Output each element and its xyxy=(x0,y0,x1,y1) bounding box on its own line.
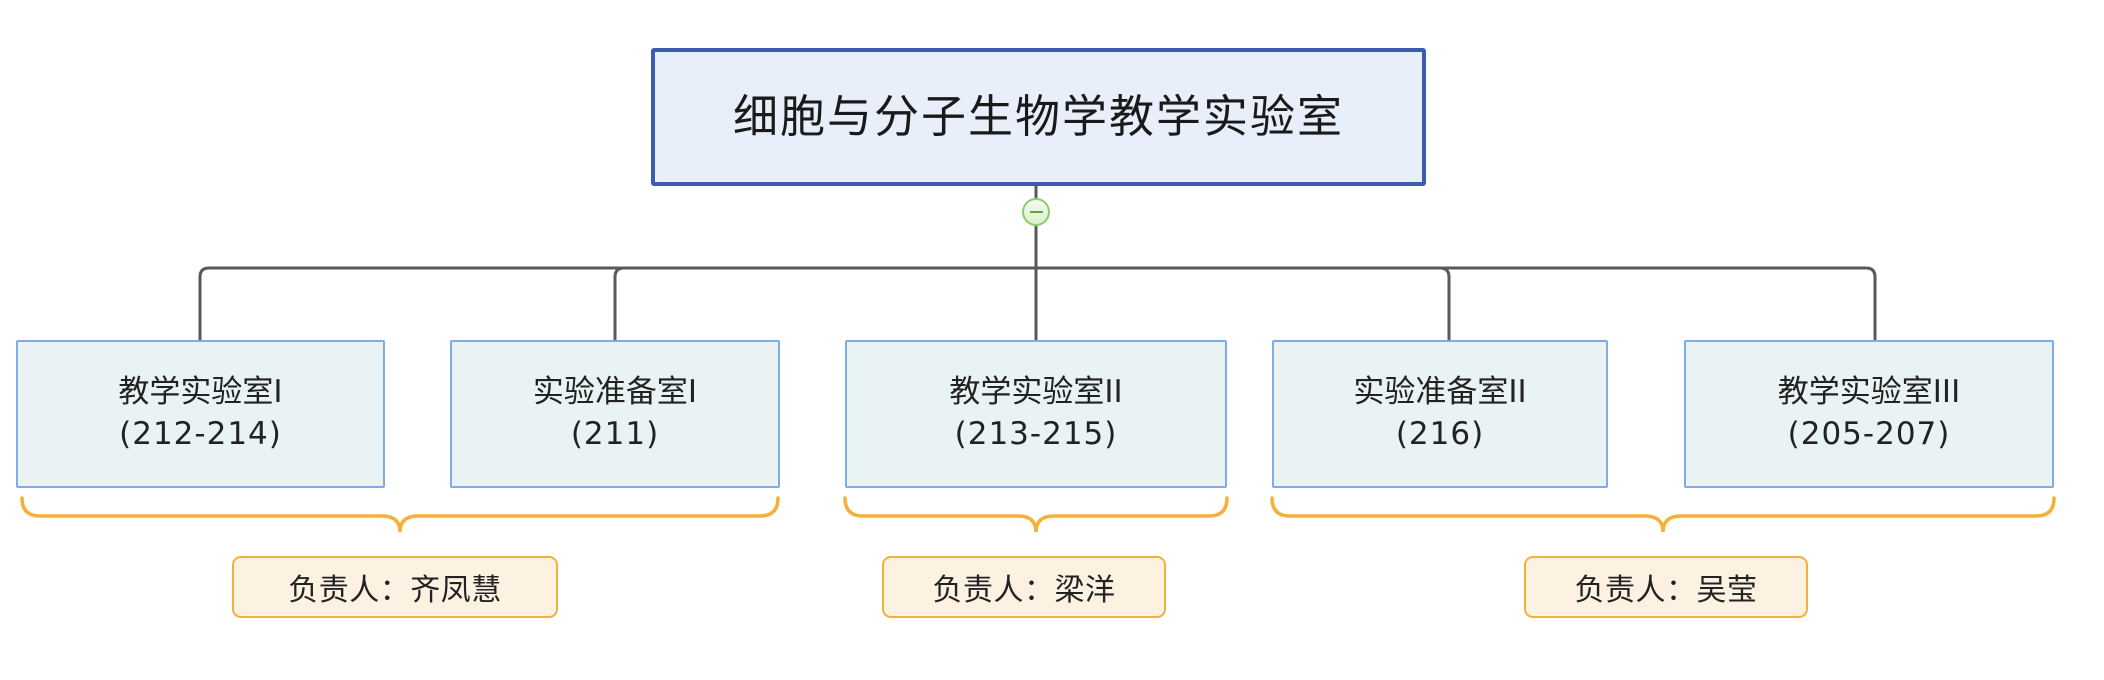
child-node-4[interactable]: 实验准备室II (216) xyxy=(1272,340,1608,488)
owner-label-group-3-text: 负责人：吴莹 xyxy=(1574,573,1758,608)
child-node-3-name: 教学实验室II xyxy=(949,374,1123,411)
collapse-minus-icon[interactable] xyxy=(1022,198,1050,226)
child-node-5-name: 教学实验室III xyxy=(1777,374,1961,411)
child-node-3[interactable]: 教学实验室II (213-215) xyxy=(845,340,1227,488)
child-node-5[interactable]: 教学实验室III (205-207) xyxy=(1684,340,2054,488)
child-node-4-rooms: (216) xyxy=(1395,416,1485,452)
bus-line-child-2 xyxy=(613,266,1036,340)
root-node-label: 细胞与分子生物学教学实验室 xyxy=(732,90,1344,143)
child-node-2-rooms: (211) xyxy=(570,416,660,452)
child-node-5-rooms: (205-207) xyxy=(1787,416,1951,452)
owner-label-group-2[interactable]: 负责人：梁洋 xyxy=(882,556,1166,618)
owner-label-group-2-text: 负责人：梁洋 xyxy=(932,573,1116,608)
child-node-1-name: 教学实验室I xyxy=(118,374,283,411)
bus-line-child-1 xyxy=(198,266,1036,340)
child-node-1-rooms: (212-214) xyxy=(119,416,282,452)
child-node-3-rooms: (213-215) xyxy=(954,416,1118,452)
group-brace-1 xyxy=(20,496,780,533)
owner-label-group-3[interactable]: 负责人：吴莹 xyxy=(1524,556,1808,618)
child-node-4-name: 实验准备室II xyxy=(1353,374,1527,411)
owner-label-group-1[interactable]: 负责人：齐凤慧 xyxy=(232,556,558,618)
child-node-2[interactable]: 实验准备室I (211) xyxy=(450,340,780,488)
minus-glyph xyxy=(1029,211,1043,213)
root-node[interactable]: 细胞与分子生物学教学实验室 xyxy=(651,48,1426,186)
child-node-1[interactable]: 教学实验室I (212-214) xyxy=(16,340,385,488)
group-brace-3 xyxy=(1270,496,2056,533)
owner-label-group-1-text: 负责人：齐凤慧 xyxy=(288,573,502,608)
group-brace-2 xyxy=(843,496,1229,533)
child-node-2-name: 实验准备室I xyxy=(532,374,698,411)
bus-line-child-4 xyxy=(1036,266,1451,340)
bus-line-child-5 xyxy=(1036,266,1877,340)
